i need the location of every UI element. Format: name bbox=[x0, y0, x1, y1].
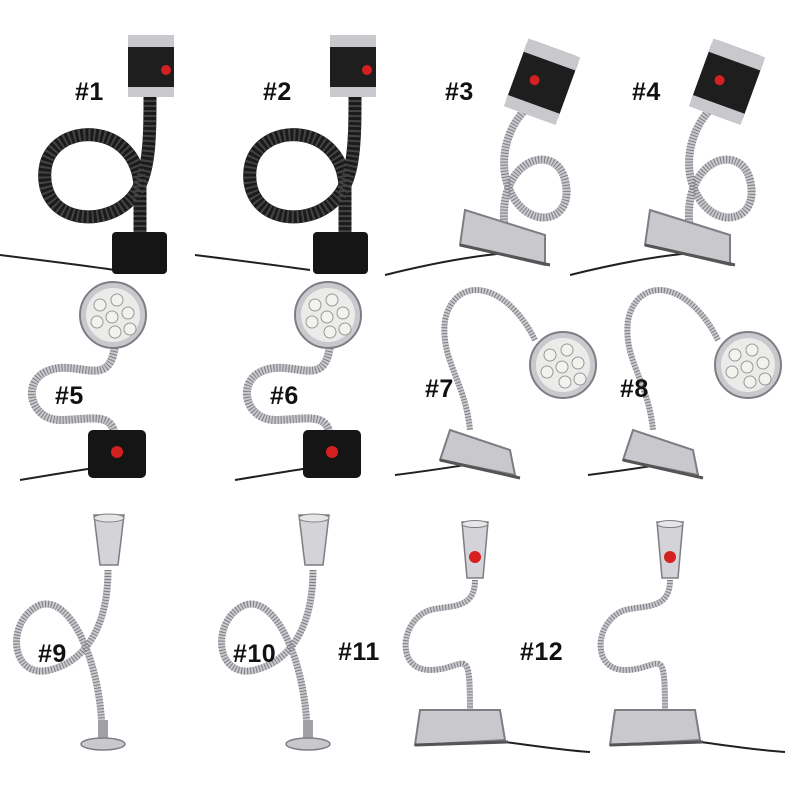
lamp-4: #4 bbox=[569, 20, 770, 280]
lamp-5-image bbox=[19, 281, 147, 481]
lamp-1: #1 bbox=[0, 20, 200, 280]
lamp-8: #8 bbox=[578, 280, 782, 540]
lamp-label: #8 bbox=[620, 375, 649, 403]
lamp-12-image bbox=[597, 520, 786, 753]
lamp-7-image bbox=[394, 287, 597, 480]
lamp-label: #2 bbox=[263, 78, 292, 106]
lamp-10: #10 bbox=[205, 510, 405, 770]
lamp-4-image bbox=[569, 38, 766, 276]
lamp-6-image bbox=[234, 281, 362, 481]
lamp-11: #11 bbox=[338, 510, 591, 770]
lamp-8-image bbox=[587, 287, 782, 480]
lamp-label: #7 bbox=[425, 375, 454, 403]
lamp-11-image bbox=[402, 520, 591, 753]
lamp-10-image bbox=[218, 513, 331, 751]
lamp-label: #5 bbox=[55, 382, 84, 410]
lamp-2: #2 bbox=[194, 20, 395, 280]
lamp-3: #3 bbox=[384, 20, 585, 280]
lamp-12: #12 bbox=[520, 510, 786, 770]
lamp-1-image bbox=[0, 35, 174, 274]
lamp-2-image bbox=[194, 35, 376, 274]
lamp-label: #4 bbox=[632, 78, 661, 106]
lamp-7: #7 bbox=[385, 280, 597, 540]
lamp-label: #1 bbox=[75, 78, 104, 106]
lamp-label: #6 bbox=[270, 382, 299, 410]
lamp-6: #6 bbox=[215, 280, 415, 540]
lamp-label: #11 bbox=[338, 638, 380, 666]
lamp-9-image bbox=[13, 513, 126, 751]
lamp-label: #10 bbox=[233, 640, 277, 668]
lamp-3-image bbox=[384, 38, 581, 276]
lamp-9: #9 bbox=[0, 510, 200, 770]
lamp-label: #3 bbox=[445, 78, 474, 106]
lamp-5: #5 bbox=[0, 280, 200, 540]
lamp-label: #12 bbox=[520, 638, 564, 666]
lamp-label: #9 bbox=[38, 640, 67, 668]
